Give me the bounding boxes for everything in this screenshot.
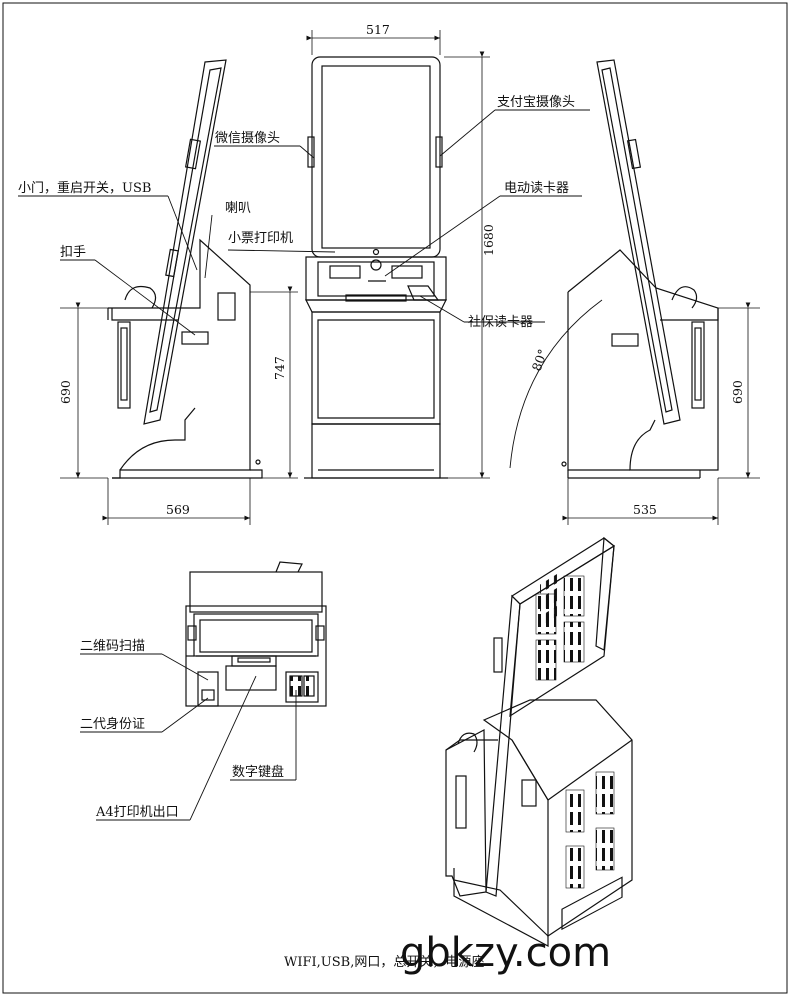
label-a4-printer-outlet: A4打印机出口 [95,805,179,820]
left-leaders [18,145,315,336]
label-alipay-camera: 支付宝摄像头 [497,95,575,110]
front-view [304,56,448,479]
label-social-card-reader: 社保读卡器 [468,314,533,330]
console-top-view [185,561,327,707]
label-qr-scanner: 二维码扫描 [80,639,145,654]
right-dimensions [562,302,760,525]
label-receipt-printer: 小票打印机 [228,231,293,246]
label-numeric-keypad: 数字键盘 [232,764,284,780]
label-texts: 微信摄像头 支付宝摄像头 小门，重启开关，USB 喇叭 电动读卡器 小票打印机 … [18,95,575,970]
label-speaker: 喇叭 [225,201,251,216]
dim-tilt-angle: 80° [529,347,551,373]
label-motor-card-reader: 电动读卡器 [504,181,569,196]
dim-side-height-right: 690 [730,380,745,404]
dim-side-width-right: 535 [633,502,657,517]
label-id-card-reader: 二代身份证 [80,716,145,732]
watermark-text: gbkzy.com [400,930,611,976]
front-dimensions [306,30,490,479]
label-bottom-ports: WIFI,USB,网口，总开关，电源座 [284,955,484,970]
console-leaders [80,653,297,821]
dim-front-width: 517 [366,22,390,37]
front-leaders [227,109,590,323]
left-side-view [107,59,263,479]
label-wechat-camera: 微信摄像头 [215,131,280,146]
dim-side-width-left: 569 [166,502,190,517]
label-door-restart-usb: 小门，重启开关，USB [18,180,151,196]
label-handle: 扣手 [60,245,86,260]
left-dimensions [60,286,298,525]
dim-front-desk-height: 747 [272,356,287,380]
isometric-view [445,536,633,947]
right-side-view [509,59,719,479]
dim-total-height: 1680 [481,224,496,256]
dimension-texts: 517 1680 569 690 747 80° 535 690 [58,22,745,517]
dim-side-height-left: 690 [58,380,73,404]
